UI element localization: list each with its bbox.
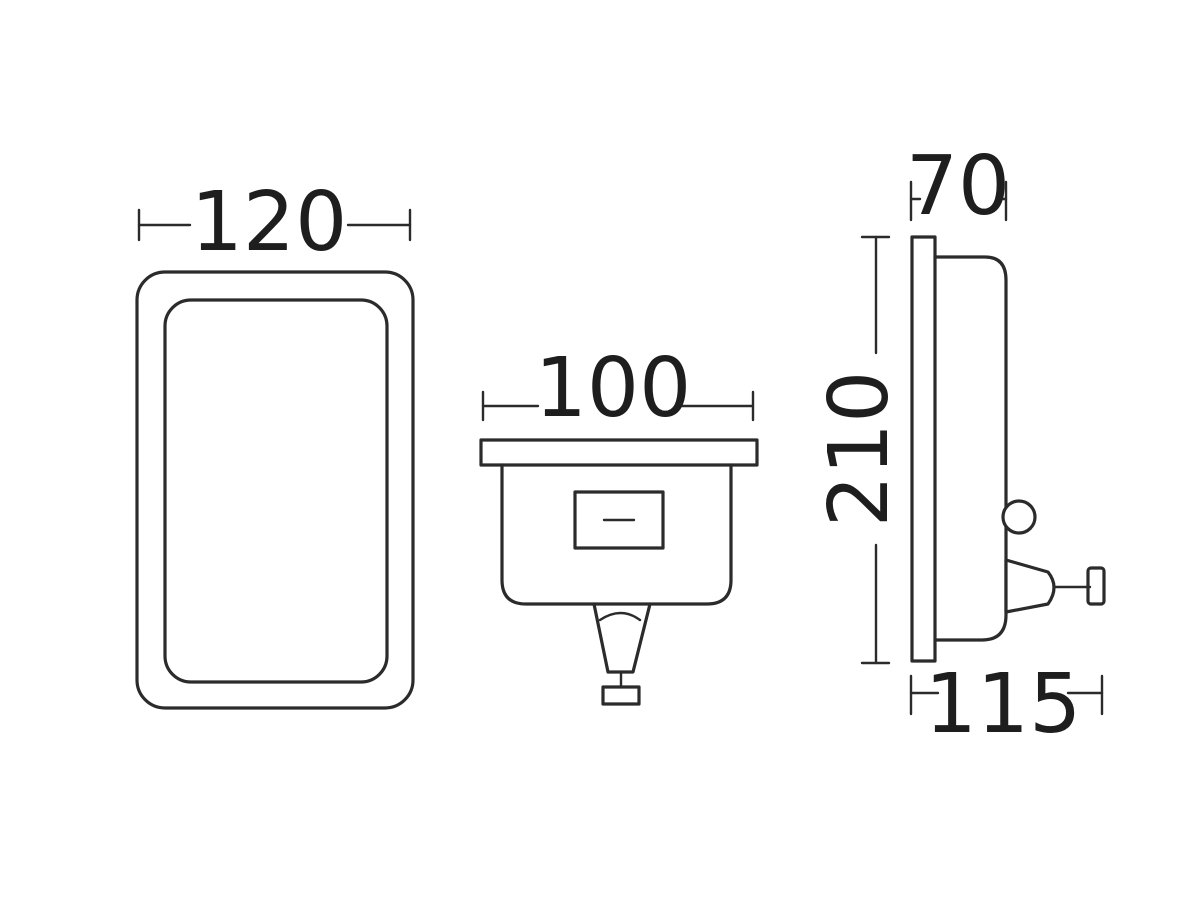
top-view-housing <box>500 463 733 606</box>
side-height-dimension: 210 <box>812 235 907 665</box>
top-view <box>479 438 759 706</box>
side-depth-label: 70 <box>906 139 1010 234</box>
front-view-lens <box>163 298 389 684</box>
side-depth-dimension: 70 <box>906 139 1010 234</box>
top-width-label: 100 <box>535 341 692 436</box>
side-view <box>910 235 1106 663</box>
top-view-flange <box>479 438 759 467</box>
front-width-label: 120 <box>191 175 348 270</box>
front-view <box>135 270 415 710</box>
side-total-depth-label: 115 <box>925 657 1082 752</box>
side-view-body <box>933 255 1008 642</box>
side-view-plate <box>910 235 937 663</box>
side-view-switch-bump <box>1001 499 1037 535</box>
front-width-dimension: 120 <box>137 175 412 270</box>
side-view-knob <box>1086 566 1106 606</box>
top-width-dimension: 100 <box>481 341 755 436</box>
top-view-switch <box>573 490 665 550</box>
front-view-outer-frame <box>135 270 415 710</box>
side-view-bracket <box>1004 558 1056 614</box>
top-view-knob <box>601 685 641 706</box>
side-total-depth-dimension: 115 <box>909 657 1104 752</box>
side-height-label: 210 <box>812 371 907 528</box>
